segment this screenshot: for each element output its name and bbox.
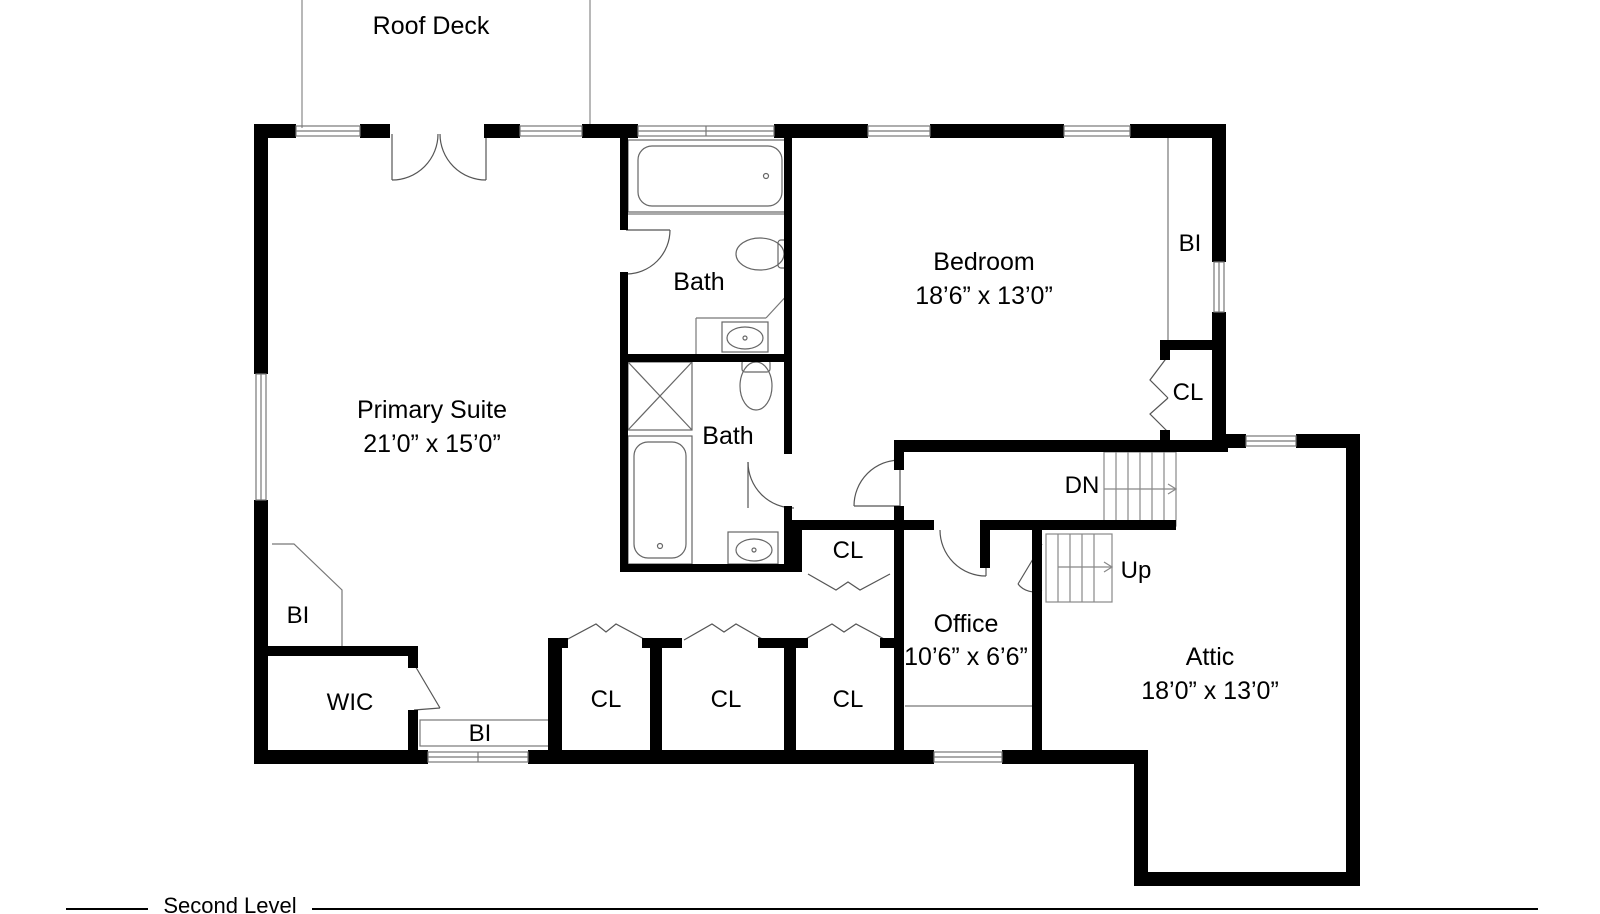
- windows: [255, 125, 1297, 763]
- bath-lower-label: Bath: [702, 422, 753, 450]
- bedroom-label: Bedroom: [933, 248, 1034, 276]
- sink-lower: [727, 531, 779, 565]
- primary-suite-size: 21’0” x 15’0”: [363, 430, 501, 458]
- door-swings: [391, 133, 1169, 711]
- builtin-suite-label: BI: [287, 602, 310, 629]
- toilet-upper: [735, 237, 791, 271]
- closet-1-label: CL: [591, 686, 622, 713]
- closet-2-label: CL: [711, 686, 742, 713]
- closet-hall-label: CL: [833, 537, 864, 564]
- closet-3-label: CL: [833, 686, 864, 713]
- stairs-down-label: DN: [1065, 472, 1100, 499]
- shower-lower: [627, 361, 693, 431]
- primary-suite-label: Primary Suite: [357, 396, 507, 424]
- bathtub-lower: [627, 435, 693, 565]
- stairs-up-label: Up: [1121, 557, 1152, 584]
- stairs-up: [1045, 533, 1114, 603]
- wic-label: WIC: [327, 689, 374, 716]
- attic-label: Attic: [1186, 643, 1235, 671]
- bathtub-upper: [627, 139, 789, 213]
- walls: [254, 124, 1360, 886]
- sink-upper: [721, 321, 769, 353]
- attic-size: 18’0” x 13’0”: [1141, 677, 1279, 705]
- builtin-bedroom-label: BI: [1179, 230, 1202, 257]
- office-label: Office: [934, 610, 999, 638]
- office-size: 10’6” x 6’6”: [904, 643, 1028, 671]
- roof-deck-label: Roof Deck: [373, 12, 490, 40]
- closet-bedroom-label: CL: [1173, 379, 1204, 406]
- toilet-lower: [739, 359, 773, 411]
- level-label: Second Level: [163, 893, 296, 914]
- builtin-bottom-label: BI: [469, 720, 492, 747]
- bath-upper-label: Bath: [673, 268, 724, 296]
- roof-deck-outline: [301, 0, 591, 128]
- bedroom-size: 18’6” x 13’0”: [915, 282, 1053, 310]
- stairs-down: [1103, 451, 1178, 527]
